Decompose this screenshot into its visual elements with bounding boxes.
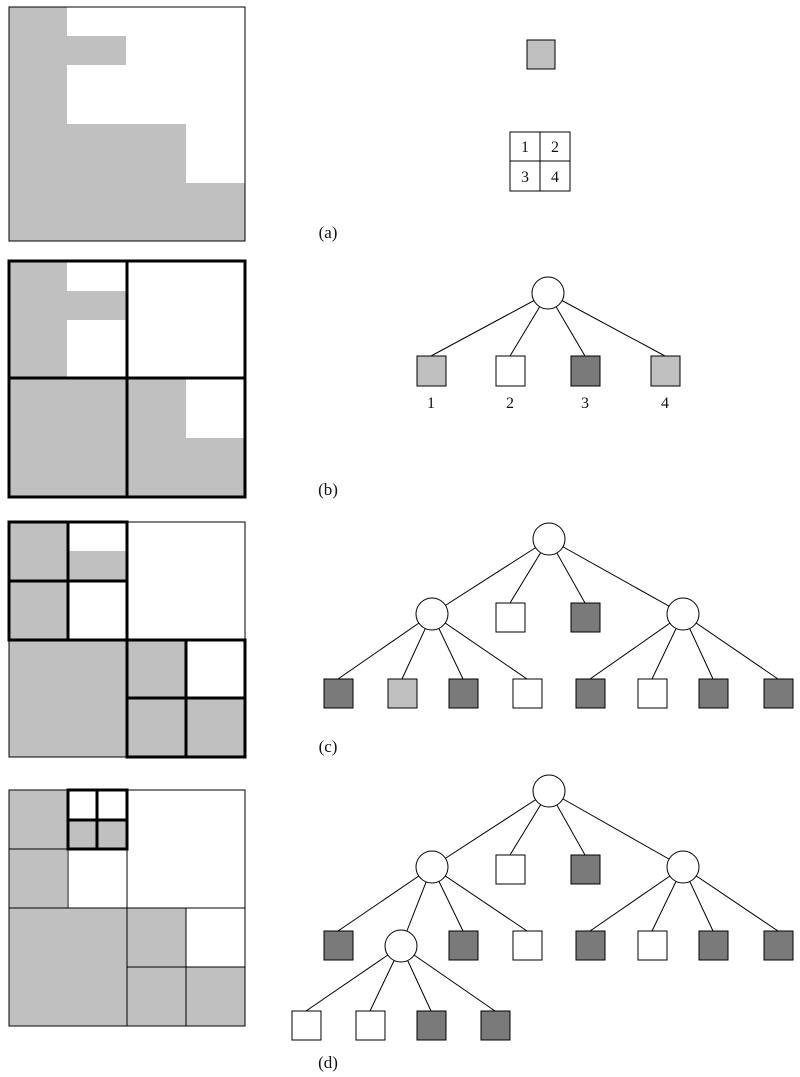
tree-node-root [531, 276, 565, 310]
panel-a: 1 2 3 4 (a) [8, 6, 571, 242]
tree-leaf-full [575, 678, 606, 709]
quadrant-numbering-legend: 1 2 3 4 [509, 131, 571, 192]
region-image-a [8, 6, 246, 242]
tree-node-internal [384, 929, 418, 963]
quadrant-number-1: 1 [521, 139, 529, 156]
panel-label-a: (a) [319, 223, 338, 242]
panel-label-c: (c) [319, 737, 338, 756]
region-image-d [8, 788, 246, 1027]
root-node-square [526, 39, 556, 70]
quadrant-number-3: 3 [521, 169, 529, 186]
panel-b: 1 2 3 4 (b) [7, 259, 681, 499]
quadrant-number-4: 4 [551, 169, 559, 186]
tree-leaf-partial [416, 355, 447, 387]
region-shape [9, 7, 245, 241]
tree-node-internal [666, 597, 700, 631]
tree-leaf-label-2: 2 [506, 395, 514, 412]
tree-leaf-partial [650, 355, 681, 387]
tree-leaf-full [763, 930, 794, 961]
tree-leaf-full [323, 678, 354, 709]
tree-leaf-full [448, 678, 479, 709]
tree-leaf-full [570, 602, 601, 633]
panel-c: (c) [7, 520, 794, 759]
tree-leaf-full [570, 355, 601, 387]
tree-leaf-empty [355, 1010, 386, 1041]
tree-c [323, 522, 794, 709]
tree-leaf-full [698, 678, 729, 709]
tree-d [291, 774, 794, 1041]
tree-leaf-label-1: 1 [427, 395, 435, 412]
tree-leaf-empty [637, 930, 668, 961]
tree-node-root [532, 522, 566, 556]
tree-leaf-full [698, 930, 729, 961]
tree-leaf-empty [512, 930, 543, 961]
panel-label-d: (d) [318, 1053, 338, 1072]
tree-leaf-full [323, 930, 354, 961]
region-image-c [7, 520, 247, 759]
tree-leaf-empty [495, 854, 526, 885]
tree-leaf-empty [291, 1010, 322, 1041]
tree-leaf-full [570, 854, 601, 885]
tree-node-internal [666, 850, 700, 884]
tree-b: 1 2 3 4 [416, 276, 681, 412]
tree-leaf-empty [637, 678, 668, 709]
tree-leaf-empty [495, 602, 526, 633]
tree-leaf-full [480, 1010, 511, 1041]
tree-node-internal [415, 597, 449, 631]
tree-node-root [532, 774, 566, 808]
region-image-b [7, 259, 247, 499]
panel-label-b: (b) [318, 480, 338, 499]
tree-leaf-empty [512, 678, 543, 709]
tree-leaf-full [448, 930, 479, 961]
tree-leaf-full [763, 678, 794, 709]
tree-leaf-partial [387, 678, 418, 709]
panel-d: (d) [8, 774, 794, 1072]
tree-leaf-full [416, 1010, 447, 1041]
tree-leaf-label-3: 3 [581, 395, 589, 412]
tree-leaf-full [575, 930, 606, 961]
tree-leaf-label-4: 4 [661, 395, 669, 412]
quadrant-number-2: 2 [551, 139, 559, 156]
tree-leaf-empty [495, 355, 526, 387]
tree-node-internal [415, 850, 449, 884]
